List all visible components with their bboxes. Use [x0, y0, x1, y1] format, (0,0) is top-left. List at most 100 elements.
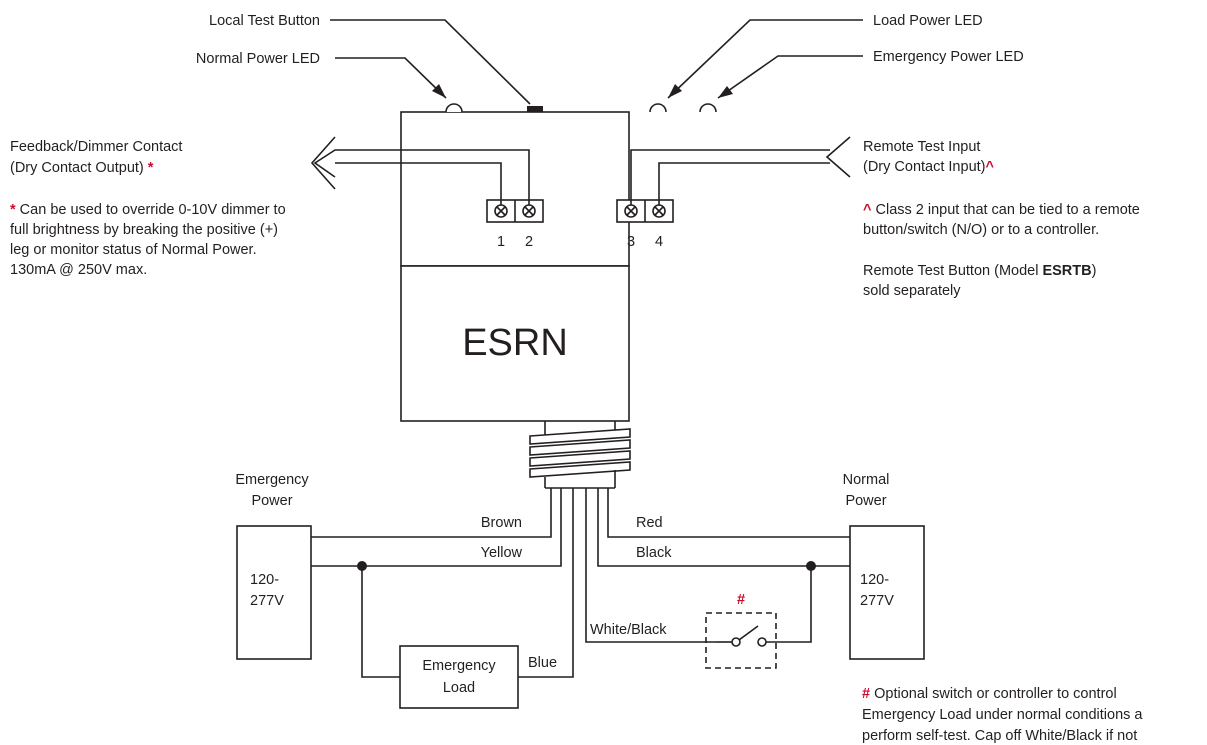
normal-power-title-1: Normal — [843, 472, 890, 488]
terminal-label-3: 3 — [627, 234, 635, 250]
remote-note-line-2: button/switch (N/O) or to a controller. — [863, 222, 1099, 238]
wire-yellow — [311, 488, 562, 567]
switch-hash-marker: # — [737, 592, 745, 608]
normal-power-voltage-2: 277V — [860, 593, 894, 609]
local-test-button-label: Local Test Button — [209, 13, 320, 29]
remote-wire-outer — [630, 149, 830, 205]
emergency-power-voltage-2: 277V — [250, 593, 284, 609]
remote-title: Remote Test Input — [863, 139, 980, 155]
emergency-power-voltage-1: 120- — [250, 572, 279, 588]
load-power-led-leader — [667, 19, 863, 99]
switch-feed — [762, 566, 812, 643]
terminal-screw-3-cross — [626, 206, 636, 216]
feedback-note-line-4: 130mA @ 250V max. — [10, 262, 147, 278]
switch-icon — [716, 625, 767, 647]
normal-power-led-label: Normal Power LED — [196, 51, 320, 67]
feedback-wire-outer — [313, 149, 530, 205]
remote-note-model: ESRTB — [1042, 263, 1091, 279]
wire-label-brown: Brown — [481, 515, 522, 531]
feedback-wire-inner — [335, 162, 502, 205]
wire-white-black — [585, 488, 716, 643]
local-test-button[interactable] — [527, 106, 543, 112]
remote-wire-inner — [658, 162, 830, 205]
remote-note-line-1: ^ Class 2 input that can be tied to a re… — [863, 202, 1140, 218]
wire-label-yellow: Yellow — [481, 545, 523, 561]
coil-loop — [529, 439, 631, 456]
switch-note-hash: # — [862, 686, 870, 702]
terminal-screw-2-cross — [524, 206, 534, 216]
remote-note-line-4: sold separately — [863, 283, 961, 299]
remote-subtitle: (Dry Contact Input)^ — [863, 159, 995, 175]
terminal-label-1: 1 — [497, 234, 505, 250]
emergency-power-led-leader — [717, 55, 863, 99]
remote-note-caret: ^ — [863, 202, 872, 218]
feedback-subtitle: (Dry Contact Output) * — [10, 160, 154, 176]
emergency-power-led-label: Emergency Power LED — [873, 49, 1024, 65]
emergency-power-title-1: Emergency — [235, 472, 309, 488]
normal-power-led — [445, 103, 463, 113]
remote-subtitle-text: (Dry Contact Input) — [863, 159, 986, 175]
normal-power-title-2: Power — [845, 493, 886, 509]
switch-note-line-3: perform self-test. Cap off White/Black i… — [862, 728, 1137, 744]
remote-note-line-3: Remote Test Button (Model ESRTB) — [863, 263, 1096, 279]
terminal-block-left — [486, 199, 544, 223]
wire-label-red: Red — [636, 515, 663, 531]
coil-loop — [529, 428, 631, 445]
emergency-power-led-arrowhead — [718, 86, 733, 98]
remote-note-text-1: Class 2 input that can be tied to a remo… — [871, 202, 1139, 218]
optional-switch-box — [705, 612, 777, 669]
feedback-note-asterisk: * — [10, 202, 16, 218]
terminal-block-right — [616, 199, 674, 223]
switch-note-text-1: Optional switch or controller to control — [870, 686, 1117, 702]
local-test-button-leader — [330, 19, 531, 105]
normal-power-led-leader — [335, 57, 447, 99]
cable-coil-icon — [529, 428, 631, 478]
feedback-asterisk: * — [148, 160, 154, 176]
emergency-power-title-2: Power — [251, 493, 292, 509]
wire-label-blue: Blue — [528, 655, 557, 671]
wire-black — [597, 488, 850, 567]
feedback-note-line-3: leg or monitor status of Normal Power. — [10, 242, 257, 258]
device-top-section — [400, 111, 630, 267]
wire-label-white-black: White/Black — [590, 622, 667, 638]
feedback-note-line-2: full brightness by breaking the positive… — [10, 222, 278, 238]
emergency-power-source — [236, 525, 312, 660]
load-power-led — [649, 103, 667, 113]
remote-arrow-icon — [825, 136, 851, 178]
feedback-note-line-1: * Can be used to override 0-10V dimmer t… — [10, 202, 286, 218]
switch-contact-left — [731, 637, 741, 647]
device-body — [400, 265, 630, 422]
wire-blue — [518, 488, 574, 678]
emergency-load-label-2: Load — [443, 680, 475, 696]
normal-power-led-arrowhead — [432, 84, 446, 98]
remote-caret: ^ — [986, 159, 995, 175]
wire-red — [607, 488, 850, 538]
terminal-label-4: 4 — [655, 234, 663, 250]
remote-note-text-3a: Remote Test Button (Model — [863, 263, 1042, 279]
feedback-title: Feedback/Dimmer Contact — [10, 139, 182, 155]
emergency-load-feed — [361, 566, 400, 678]
emergency-power-led — [699, 103, 717, 113]
switch-note-line-1: # Optional switch or controller to contr… — [862, 686, 1117, 702]
remote-note-text-3c: ) — [1092, 263, 1097, 279]
normal-power-voltage-1: 120- — [860, 572, 889, 588]
wire-label-black: Black — [636, 545, 672, 561]
switch-blade — [738, 625, 759, 641]
terminal-screw-4-cross — [654, 206, 664, 216]
emergency-load-label-1: Emergency — [422, 658, 496, 674]
feedback-arrow-icon — [310, 136, 336, 190]
emergency-load — [399, 645, 519, 709]
coil-loop — [529, 450, 631, 467]
feedback-note-text-1: Can be used to override 0-10V dimmer to — [16, 202, 286, 218]
normal-power-source — [849, 525, 925, 660]
load-power-led-label: Load Power LED — [873, 13, 983, 29]
terminal-screw-1-cross — [496, 206, 506, 216]
switch-contact-right — [757, 637, 767, 647]
terminal-label-2: 2 — [525, 234, 533, 250]
load-power-led-arrowhead — [668, 84, 682, 98]
wire-brown — [311, 488, 552, 538]
feedback-subtitle-text: (Dry Contact Output) — [10, 160, 148, 176]
switch-note-line-2: Emergency Load under normal conditions a — [862, 707, 1143, 723]
coil-loop — [529, 461, 631, 478]
